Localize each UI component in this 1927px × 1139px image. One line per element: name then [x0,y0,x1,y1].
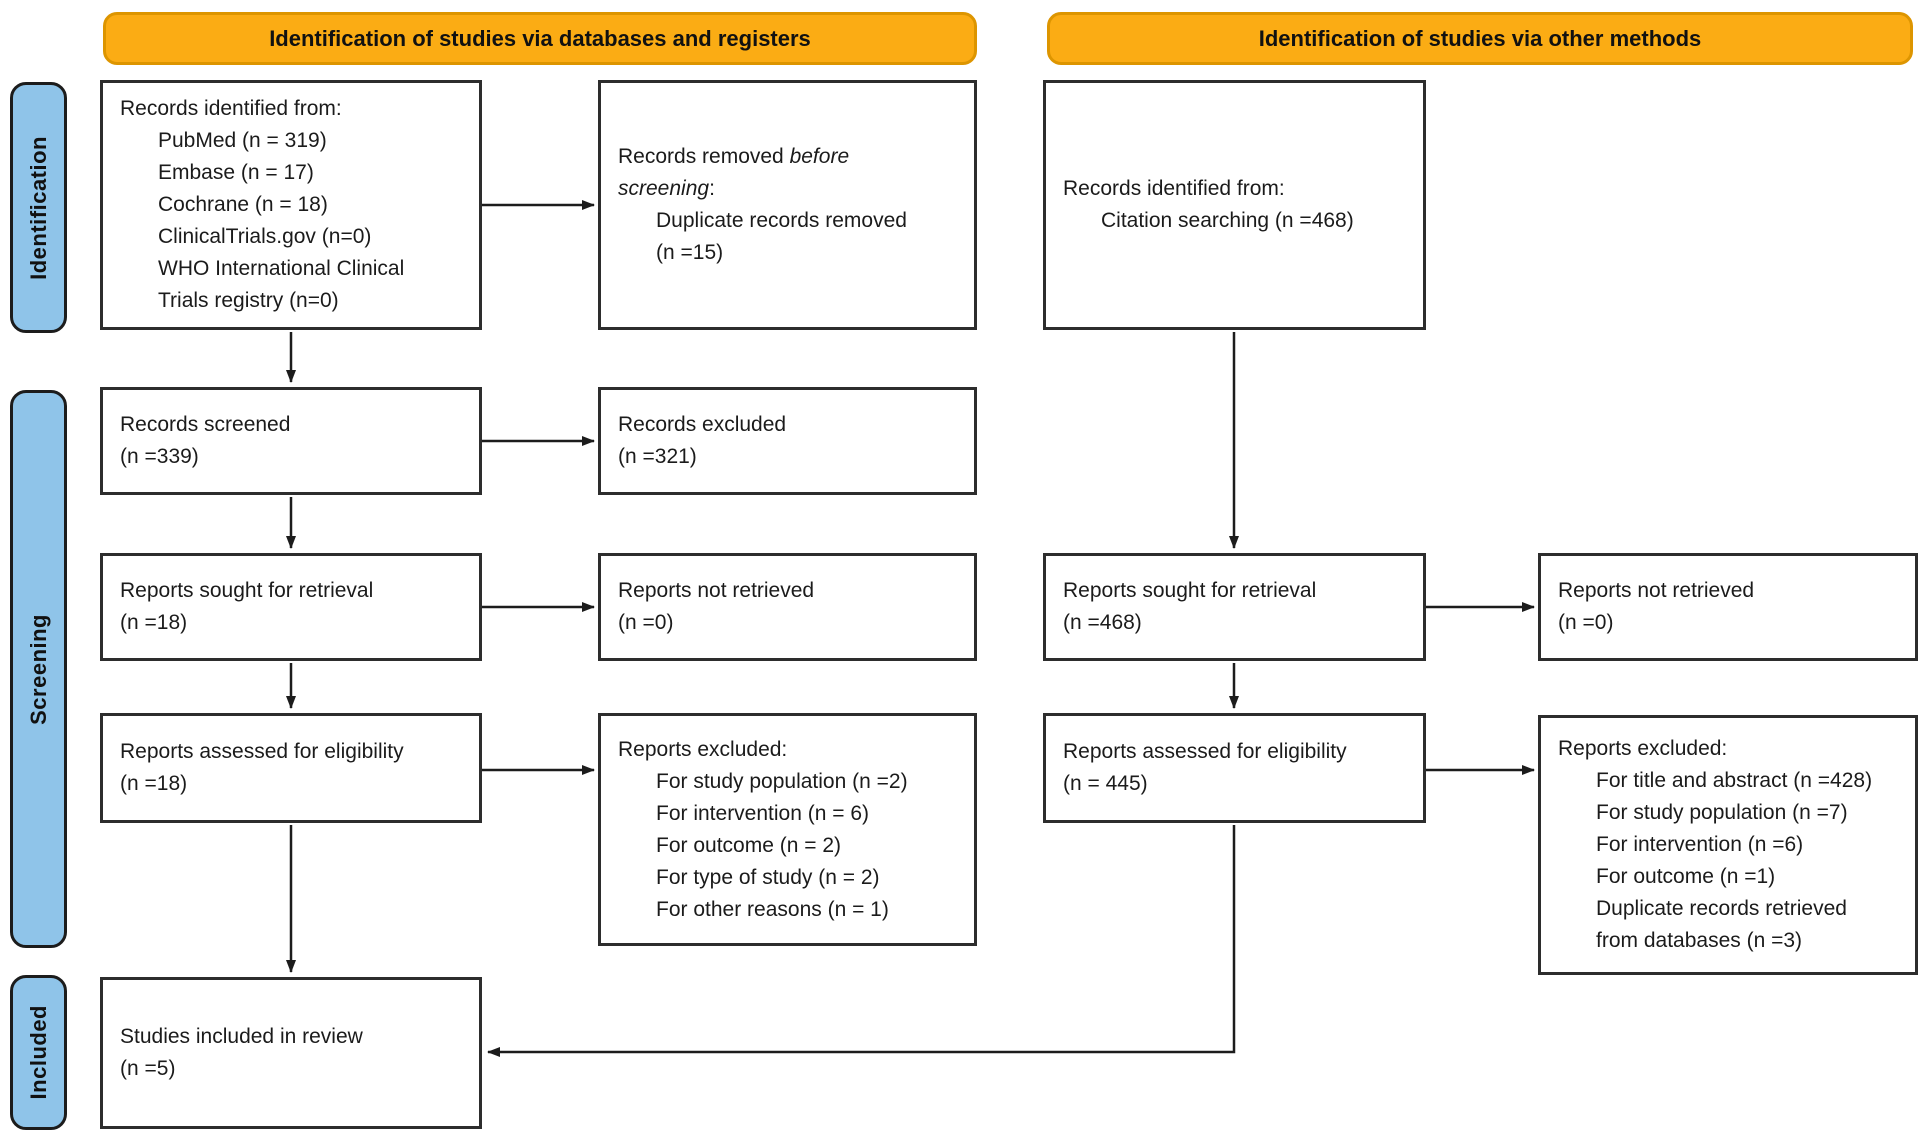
box-records-screened: Records screened (n =339) [100,387,482,495]
box-text-line: (n = 445) [1063,772,1148,795]
banner-other-methods-label: Identification of studies via other meth… [1258,25,1702,51]
box-text-line: from databases (n =3) [1596,929,1803,952]
box-text-line: Records identified from: [120,97,342,120]
box-text-line: For other reasons (n = 1) [656,897,889,921]
box-text-line: PubMed (n = 319) [158,129,327,152]
box-text-line: screening: [618,177,715,200]
box-text-line: (n =468) [1063,611,1142,634]
box-text-line: Records excluded [618,413,787,436]
box-records-identified-other-text: Records identified from: Citation searchi… [1046,169,1423,241]
stage-screening: Screening [10,390,67,948]
stage-included-label: Included [25,1005,51,1100]
box-text-line: Duplicate records removed [656,209,907,232]
box-text-line: Reports assessed for eligibility [1063,740,1347,763]
banner-other-methods: Identification of studies via other meth… [1047,12,1913,65]
box-reports-excluded-databases: Reports excluded: For study population (n… [598,713,977,946]
box-reports-excluded-databases-text: Reports excluded: For study population (n… [601,730,974,930]
box-text-line: Reports sought for retrieval [1063,579,1317,602]
box-reports-excluded-other-text: Reports excluded: For title and abstract … [1541,729,1915,961]
box-text-line: For intervention (n =6) [1596,833,1804,856]
box-text-line: (n =18) [120,611,188,634]
box-reports-assessed-other-text: Reports assessed for eligibility (n = 445… [1046,732,1423,804]
stage-identification-label: Identification [25,135,51,280]
box-reports-sought-databases: Reports sought for retrieval (n =18) [100,553,482,661]
box-records-excluded-text: Records excluded (n =321) [601,405,974,477]
box-text-line: Reports not retrieved [618,579,815,602]
box-text-line: (n =321) [618,445,697,468]
box-text-line: For title and abstract (n =428) [1596,769,1873,792]
box-text-line: Reports sought for retrieval [120,579,374,602]
box-text-line: Records identified from: [1063,177,1285,200]
box-text-line: Cochrane (n = 18) [158,193,328,216]
box-records-identified-databases-text: Records identified from: PubMed (n = 319)… [103,89,479,321]
box-text-line: (n =339) [120,445,199,468]
box-reports-sought-other-text: Reports sought for retrieval (n =468) [1046,571,1423,643]
box-text-line: (n =0) [1558,611,1614,634]
box-text-line: Trials registry (n=0) [158,289,339,312]
box-text-line: Records screened [120,413,291,436]
box-reports-assessed-other: Reports assessed for eligibility (n = 445… [1043,713,1426,823]
box-text-line: Embase (n = 17) [158,161,314,184]
box-reports-excluded-other: Reports excluded: For title and abstract … [1538,715,1918,975]
box-text-line: Reports excluded: [1558,737,1728,760]
box-reports-not-retrieved-other-text: Reports not retrieved (n =0) [1541,571,1915,643]
stage-included: Included [10,975,67,1130]
box-reports-sought-other: Reports sought for retrieval (n =468) [1043,553,1426,661]
box-text-line: Reports assessed for eligibility [120,740,404,763]
box-records-excluded: Records excluded (n =321) [598,387,977,495]
box-text-line: (n =0) [618,611,674,634]
box-studies-included: Studies included in review (n =5) [100,977,482,1129]
box-reports-not-retrieved-databases: Reports not retrieved (n =0) [598,553,977,661]
stage-identification: Identification [10,82,67,333]
box-text-line: (n =15) [656,241,724,264]
box-text-line: (n =18) [120,772,188,795]
box-reports-sought-databases-text: Reports sought for retrieval (n =18) [103,571,479,643]
box-reports-assessed-databases: Reports assessed for eligibility (n =18) [100,713,482,823]
box-text-line: (n =5) [120,1057,176,1080]
box-text-line: For type of study (n = 2) [656,865,880,889]
box-records-identified-other: Records identified from: Citation searchi… [1043,80,1426,330]
banner-databases-registers: Identification of studies via databases … [103,12,977,65]
box-reports-assessed-databases-text: Reports assessed for eligibility (n =18) [103,732,479,804]
box-records-removed-before-screening-text: Records removed before screening: Duplicat… [601,137,974,273]
box-text-line: WHO International Clinical [158,257,405,280]
box-text-line: Citation searching (n =468) [1101,209,1354,232]
stage-screening-label: Screening [25,613,51,725]
box-records-screened-text: Records screened (n =339) [103,405,479,477]
box-text-line: For outcome (n =1) [1596,865,1776,888]
box-text-line: For outcome (n = 2) [656,833,841,857]
box-reports-not-retrieved-other: Reports not retrieved (n =0) [1538,553,1918,661]
box-text-line: Reports not retrieved [1558,579,1755,602]
banner-databases-registers-label: Identification of studies via databases … [269,25,811,51]
box-text-line: For intervention (n = 6) [656,801,870,825]
box-records-removed-before-screening: Records removed before screening: Duplicat… [598,80,977,330]
box-text-line: For study population (n =7) [1596,801,1848,824]
box-text-line: Studies included in review [120,1025,363,1048]
box-text-line: ClinicalTrials.gov (n=0) [158,225,372,248]
box-studies-included-text: Studies included in review (n =5) [103,1017,479,1089]
box-text-line: For study population (n =2) [656,769,908,793]
box-reports-not-retrieved-databases-text: Reports not retrieved (n =0) [601,571,974,643]
box-text-line: Reports excluded: [618,737,788,761]
box-text-line: Duplicate records retrieved [1596,897,1847,920]
box-records-identified-databases: Records identified from: PubMed (n = 319)… [100,80,482,330]
box-text-line: Records removed before [618,145,850,168]
